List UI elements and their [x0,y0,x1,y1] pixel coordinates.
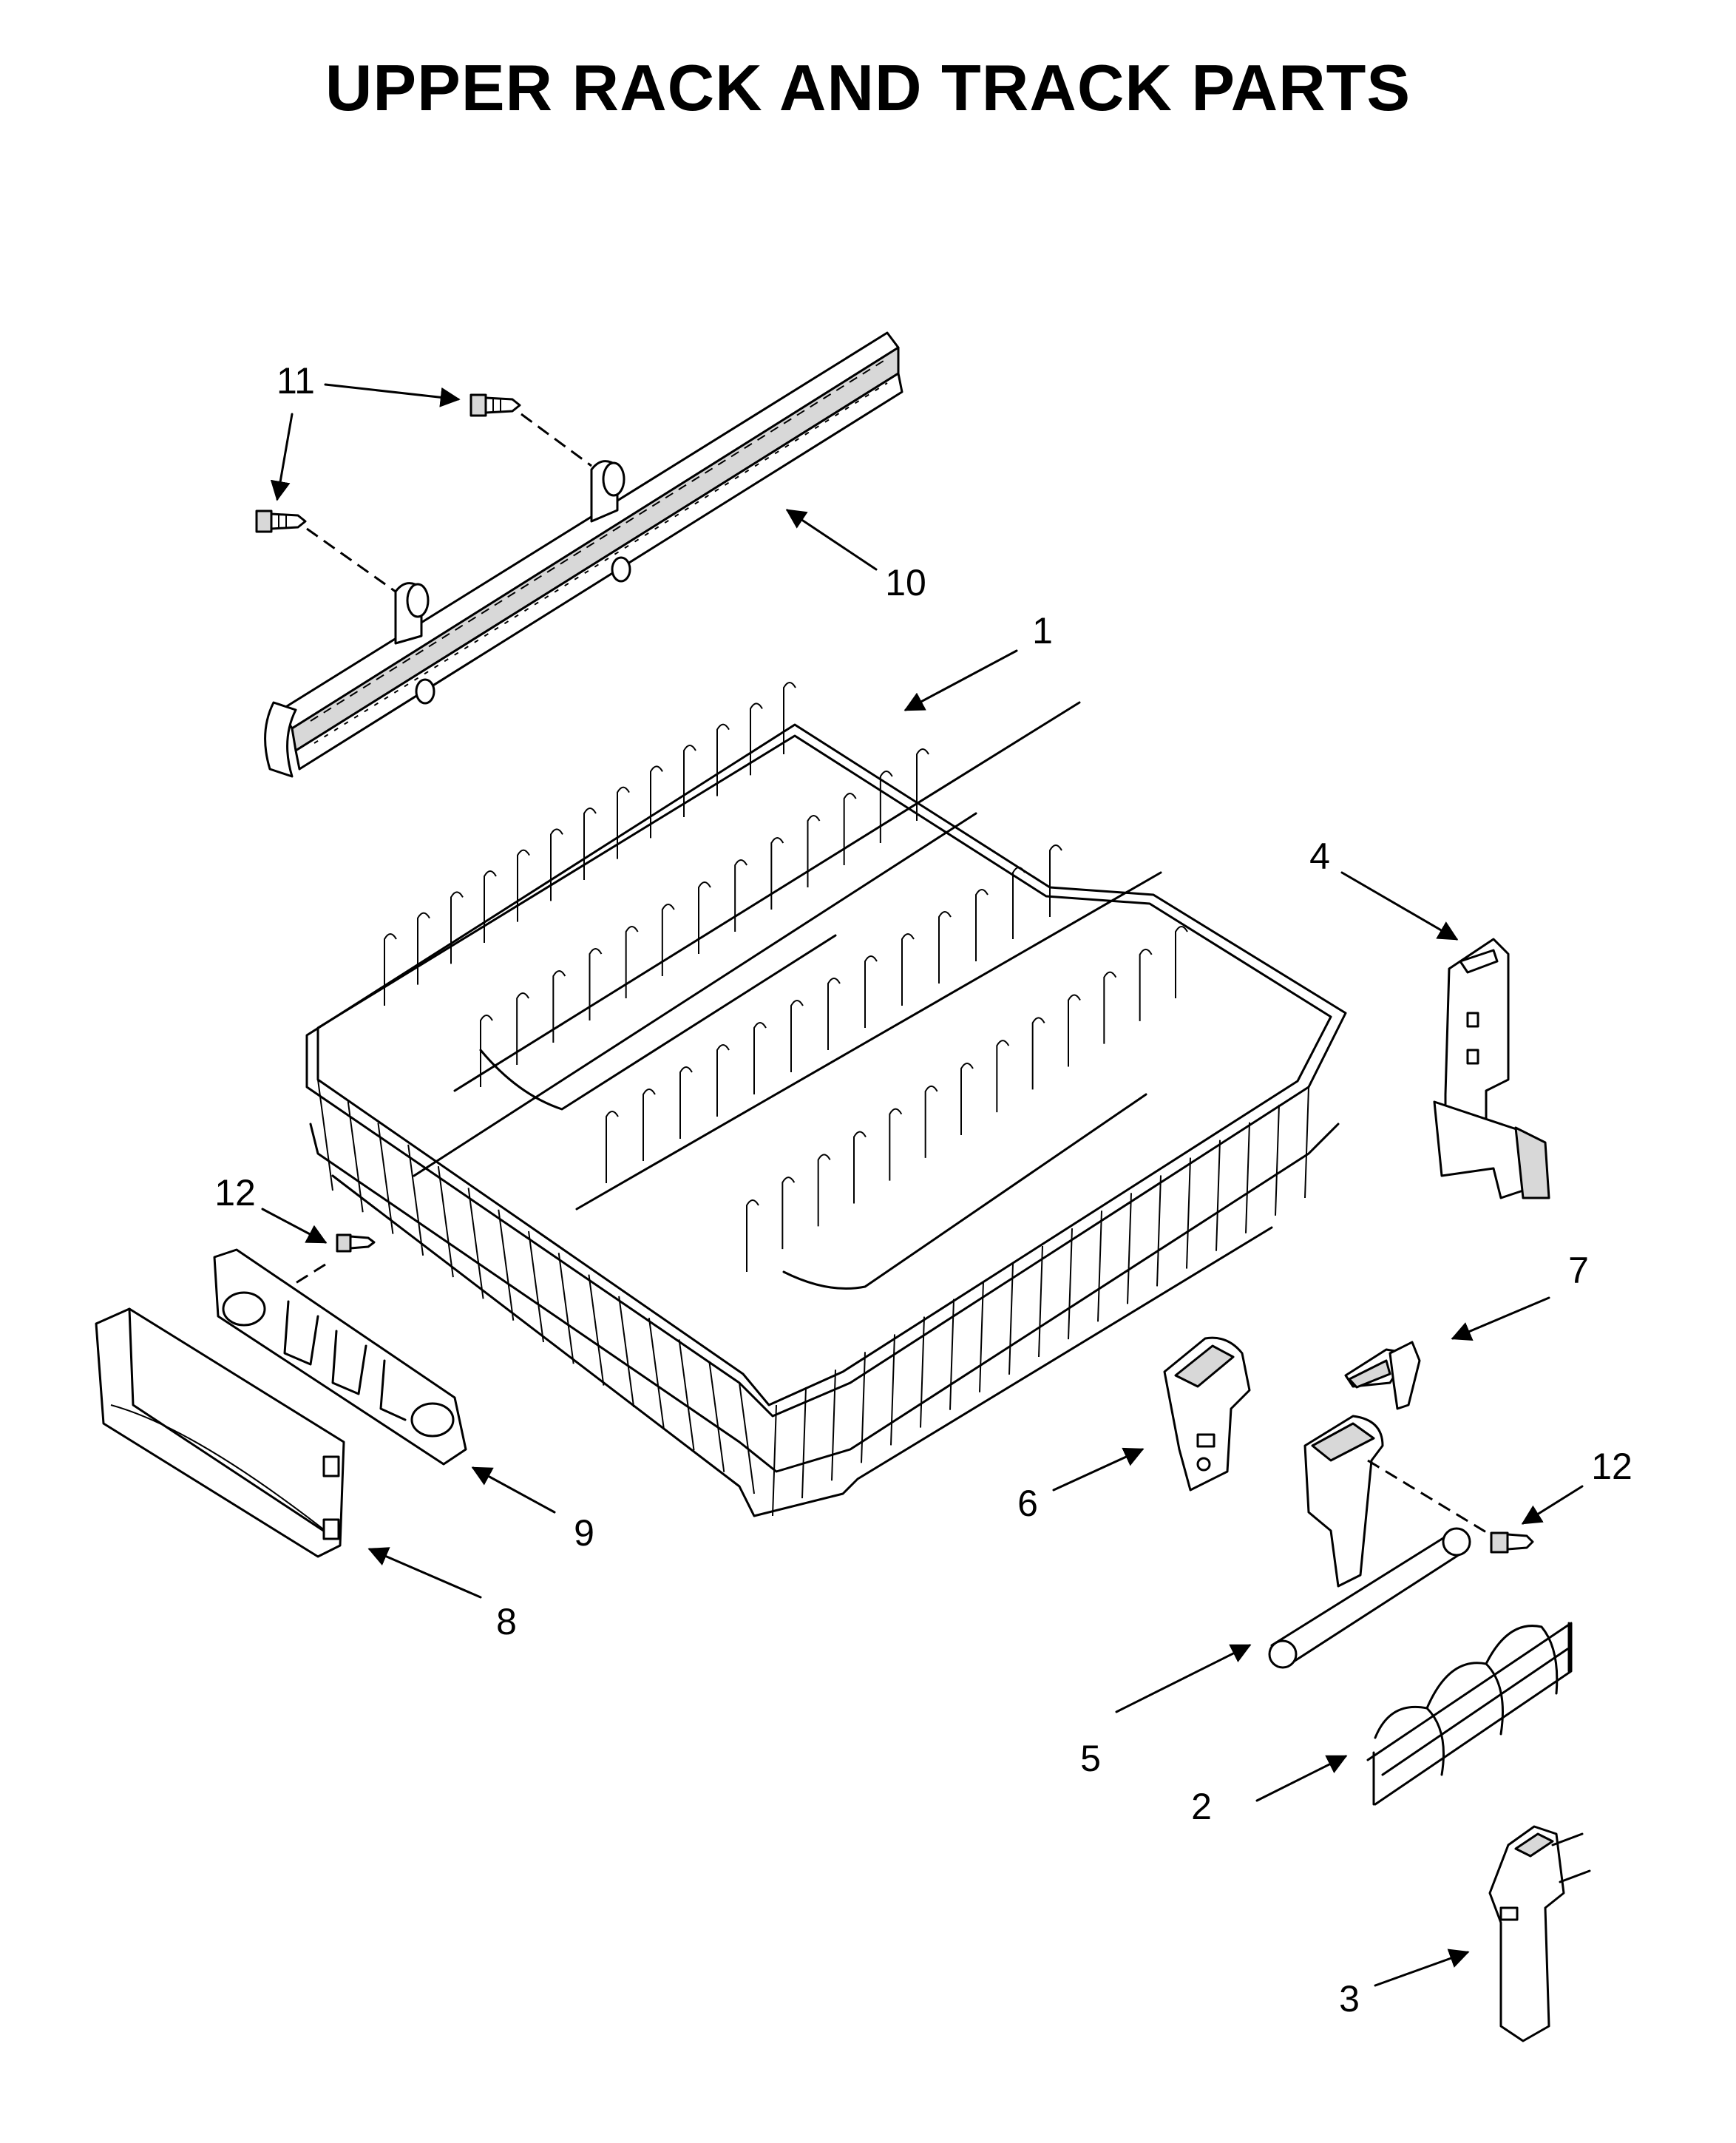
callout-12-left: 12 [214,1172,256,1213]
callout-11: 11 [277,360,315,402]
callout-7: 7 [1568,1250,1589,1291]
part-2-wire-clip [1366,1622,1573,1806]
callout-labels: 1 2 3 4 5 6 7 8 9 10 11 12 12 [214,360,1632,2020]
part-4-component [1433,938,1550,1199]
part-8-component [95,1307,345,1558]
diagram-title: UPPER RACK AND TRACK PARTS [325,51,1411,124]
callout-8: 8 [496,1601,517,1642]
part-5-component [1268,1415,1534,1669]
part-11-screws [255,393,592,593]
callout-12-right: 12 [1591,1446,1632,1487]
callout-2: 2 [1191,1786,1212,1827]
part-3-component [1488,1825,1591,2042]
part-6-component [1163,1336,1251,1492]
callout-3: 3 [1339,1978,1360,2020]
part-1-upper-rack [305,682,1347,1517]
callout-5: 5 [1080,1738,1101,1779]
leader-arrows [261,383,1584,1987]
part-7-component [1344,1341,1421,1410]
callout-10: 10 [885,562,926,603]
callout-4: 4 [1309,836,1330,877]
callout-1: 1 [1032,610,1053,651]
callout-9: 9 [574,1512,594,1554]
part-10-track-rail [264,331,903,778]
part-9-component [213,1233,467,1466]
callout-6: 6 [1017,1483,1038,1524]
